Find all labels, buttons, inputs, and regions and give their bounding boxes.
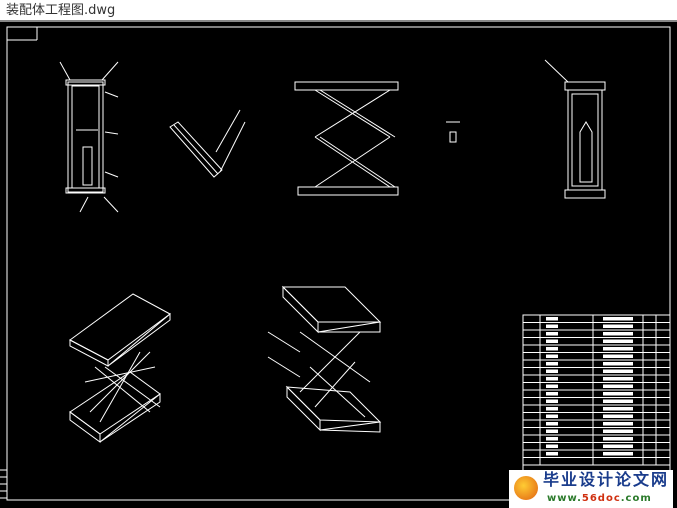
bom-cell-mark (603, 377, 633, 381)
detail-mark (446, 121, 460, 143)
bom-cell-mark (603, 362, 633, 366)
url-suffix: .com (620, 493, 652, 504)
watermark-logo: 毕业设计论文网 www.56doc.com (509, 470, 673, 508)
bom-cell-mark (546, 384, 558, 388)
section-view-tilted (169, 109, 246, 178)
url-prefix: www. (547, 493, 582, 504)
bom-cell-mark (546, 362, 558, 366)
bom-cell-mark (603, 422, 633, 426)
bom-cell-mark (603, 399, 633, 403)
bom-cell-mark (603, 324, 633, 328)
bom-cell-mark (603, 317, 633, 321)
bom-cell-mark (603, 369, 633, 373)
bom-cell-mark (546, 437, 558, 441)
bom-cell-mark (603, 392, 633, 396)
bom-cell-mark (603, 452, 633, 456)
bom-cell-mark (546, 399, 558, 403)
title-bar: 装配体工程图.dwg (0, 0, 677, 22)
watermark-title: 毕业设计论文网 (543, 470, 670, 489)
bom-cell-mark (546, 377, 558, 381)
bom-cell-mark (546, 317, 558, 321)
globe-icon (514, 476, 538, 500)
bom-cell-mark (546, 369, 558, 373)
url-mid: 56doc (581, 493, 621, 504)
front-view-left (59, 61, 119, 213)
bom-cell-mark (546, 392, 558, 396)
front-view-right (544, 59, 606, 199)
bom-cell-mark (546, 422, 558, 426)
bom-cell-mark (546, 332, 558, 336)
window-title: 装配体工程图.dwg (6, 3, 116, 18)
side-view-scissor (294, 81, 399, 196)
bom-cell-mark (546, 324, 558, 328)
bom-cell-mark (603, 332, 633, 336)
bom-cell-mark (603, 444, 633, 448)
bom-cell-mark (603, 414, 633, 418)
bom-cell-mark (546, 452, 558, 456)
bom-cell-mark (546, 444, 558, 448)
bom-cell-mark (546, 347, 558, 351)
bom-cell-mark (546, 429, 558, 433)
bom-cell-mark (603, 354, 633, 358)
cad-drawing-canvas[interactable] (0, 22, 677, 508)
isometric-view-left (69, 293, 171, 443)
bom-cell-mark (603, 347, 633, 351)
bom-cell-mark (546, 414, 558, 418)
bom-cell-mark (546, 407, 558, 411)
left-margin-marks (0, 469, 7, 499)
drawing-frame (0, 26, 671, 501)
bom-cell-mark (603, 384, 633, 388)
bom-cell-mark (546, 354, 558, 358)
isometric-view-right (267, 285, 382, 433)
bom-cell-mark (603, 407, 633, 411)
bom-cell-mark (603, 437, 633, 441)
bom-cell-mark (603, 339, 633, 343)
bom-cell-mark (546, 339, 558, 343)
watermark-url: www.56doc.com (547, 493, 652, 505)
bom-cell-mark (603, 429, 633, 433)
